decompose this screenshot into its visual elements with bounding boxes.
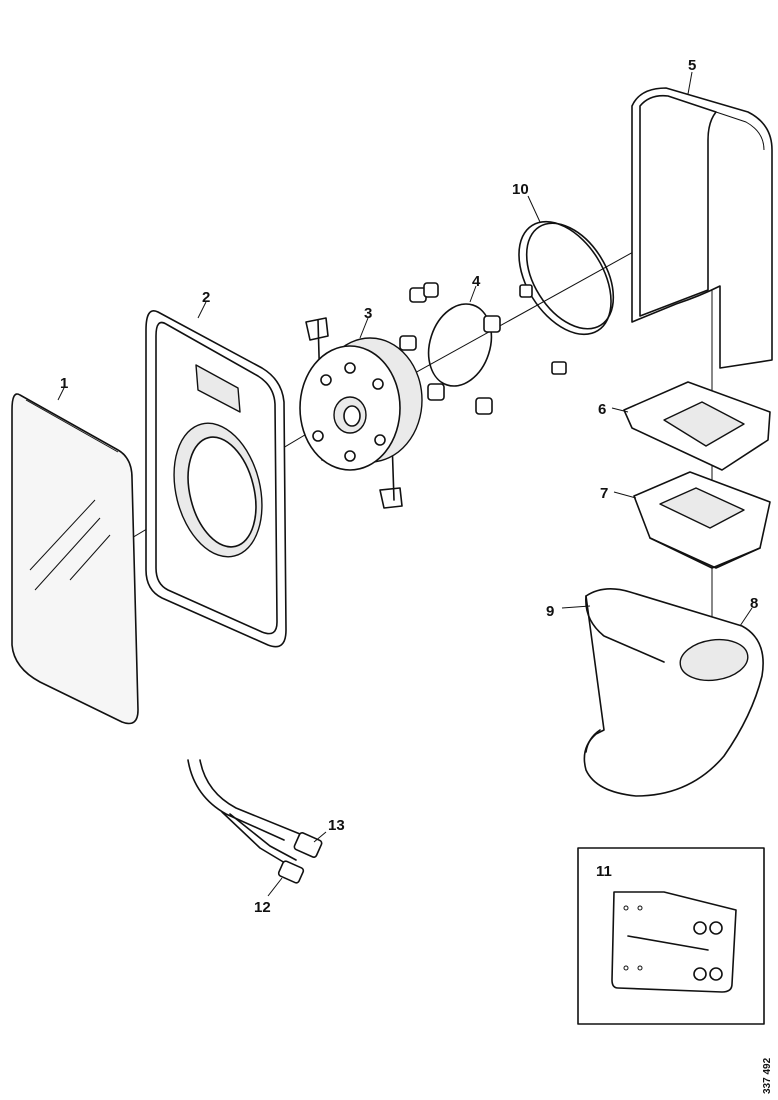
callout-9: 9	[546, 603, 554, 620]
callout-11: 11	[596, 863, 612, 880]
motor-unit	[299, 317, 423, 509]
callout-10: 10	[512, 181, 529, 198]
mirror-housing-cover	[631, 87, 773, 369]
lower-gasket	[633, 471, 771, 569]
callout-2: 2	[202, 289, 210, 306]
callout-12: 12	[254, 899, 271, 916]
inset-panel-box	[577, 847, 765, 1025]
wiring-connectors	[187, 759, 323, 884]
upper-gasket	[623, 381, 771, 471]
callout-5: 5	[688, 57, 696, 74]
cable-harness	[518, 220, 615, 375]
callout-7: 7	[600, 485, 608, 502]
leader-lines	[57, 71, 753, 897]
mirror-glass	[11, 393, 139, 725]
callout-1: 1	[60, 375, 68, 392]
callout-6: 6	[598, 401, 606, 418]
mounting-base	[583, 588, 764, 797]
mirror-frame	[145, 310, 287, 648]
callout-4: 4	[472, 273, 481, 290]
callout-3: 3	[364, 305, 372, 322]
seal-ring-with-plugs	[399, 282, 501, 415]
callout-13: 13	[328, 817, 345, 834]
callout-8: 8	[750, 595, 758, 612]
document-number: 337 492	[762, 1057, 773, 1094]
